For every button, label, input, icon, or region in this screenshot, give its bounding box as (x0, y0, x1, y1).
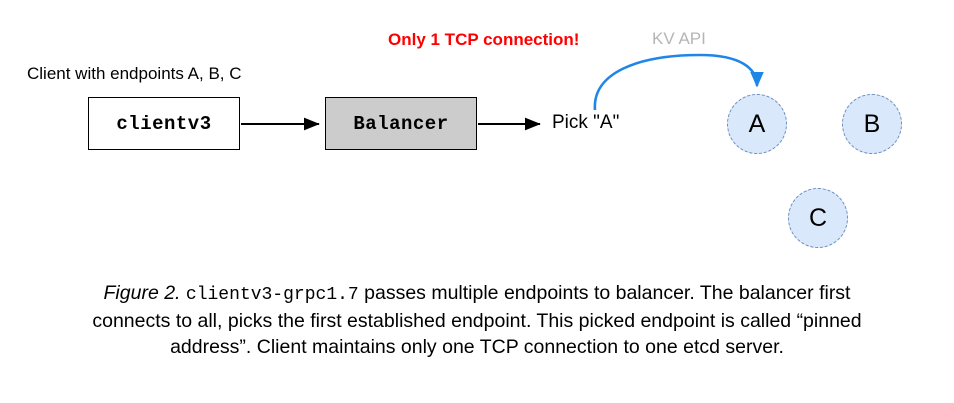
caption-code-term: clientv3-grpc1.7 (185, 285, 359, 305)
figure-number: Figure 2. (103, 282, 181, 304)
endpoint-label-b: B (863, 109, 881, 138)
caption-line-1: Figure 2. clientv3-grpc1.7 passes multip… (0, 280, 954, 308)
clientv3-box-label: clientv3 (116, 112, 212, 135)
figure-caption: Figure 2. clientv3-grpc1.7 passes multip… (0, 280, 954, 360)
endpoint-circle-c: C (788, 188, 848, 248)
arrow-kv-api-curve (593, 53, 764, 111)
endpoint-circle-b: B (842, 94, 902, 154)
caption-line-1-rest: passes multiple endpoints to balancer. T… (358, 282, 851, 304)
tcp-connection-note: Only 1 TCP connection! (388, 30, 580, 49)
figure-diagram: Client with endpoints A, B, C Only 1 TCP… (27, 29, 902, 248)
client-endpoints-label: Client with endpoints A, B, C (27, 64, 242, 83)
pick-a-label: Pick "A" (552, 112, 620, 133)
balancer-box-label: Balancer (353, 112, 449, 135)
clientv3-box: clientv3 (88, 97, 240, 150)
caption-line-2: connects to all, picks the first establi… (92, 310, 862, 332)
caption-line-3: address”. Client maintains only one TCP … (170, 336, 784, 358)
kv-api-label: KV API (652, 29, 706, 48)
endpoint-label-c: C (808, 203, 828, 232)
balancer-box: Balancer (325, 97, 477, 150)
endpoint-label-a: A (748, 109, 766, 138)
endpoint-circle-a: A (727, 94, 787, 154)
